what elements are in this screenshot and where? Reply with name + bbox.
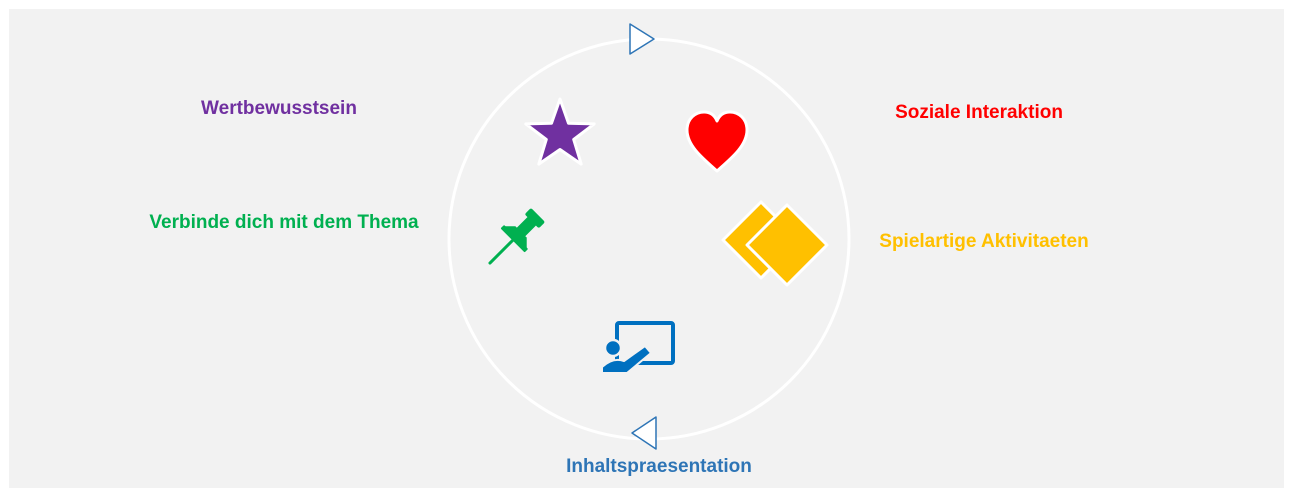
presentation-icon [601, 321, 675, 374]
arrow-left-icon [631, 416, 657, 450]
label-verbinde-thema: Verbinde dich mit dem Thema [149, 212, 419, 233]
label-spielartige-aktivitaeten: Spielartige Aktivitaeten [879, 231, 1089, 252]
label-soziale-interaktion: Soziale Interaktion [895, 102, 1063, 123]
label-wertbewusstsein: Wertbewusstsein [201, 98, 357, 119]
pushpin-icon [488, 208, 545, 265]
star-icon [524, 97, 596, 166]
arrow-right-icon [629, 23, 655, 55]
label-inhaltspraesentation: Inhaltspraesentation [566, 456, 752, 477]
diagram-canvas: Wertbewusstsein Soziale Interaktion Verb… [9, 9, 1284, 488]
cycle-diagram [447, 23, 851, 450]
diamonds-icon [721, 200, 829, 287]
heart-icon [685, 110, 749, 173]
